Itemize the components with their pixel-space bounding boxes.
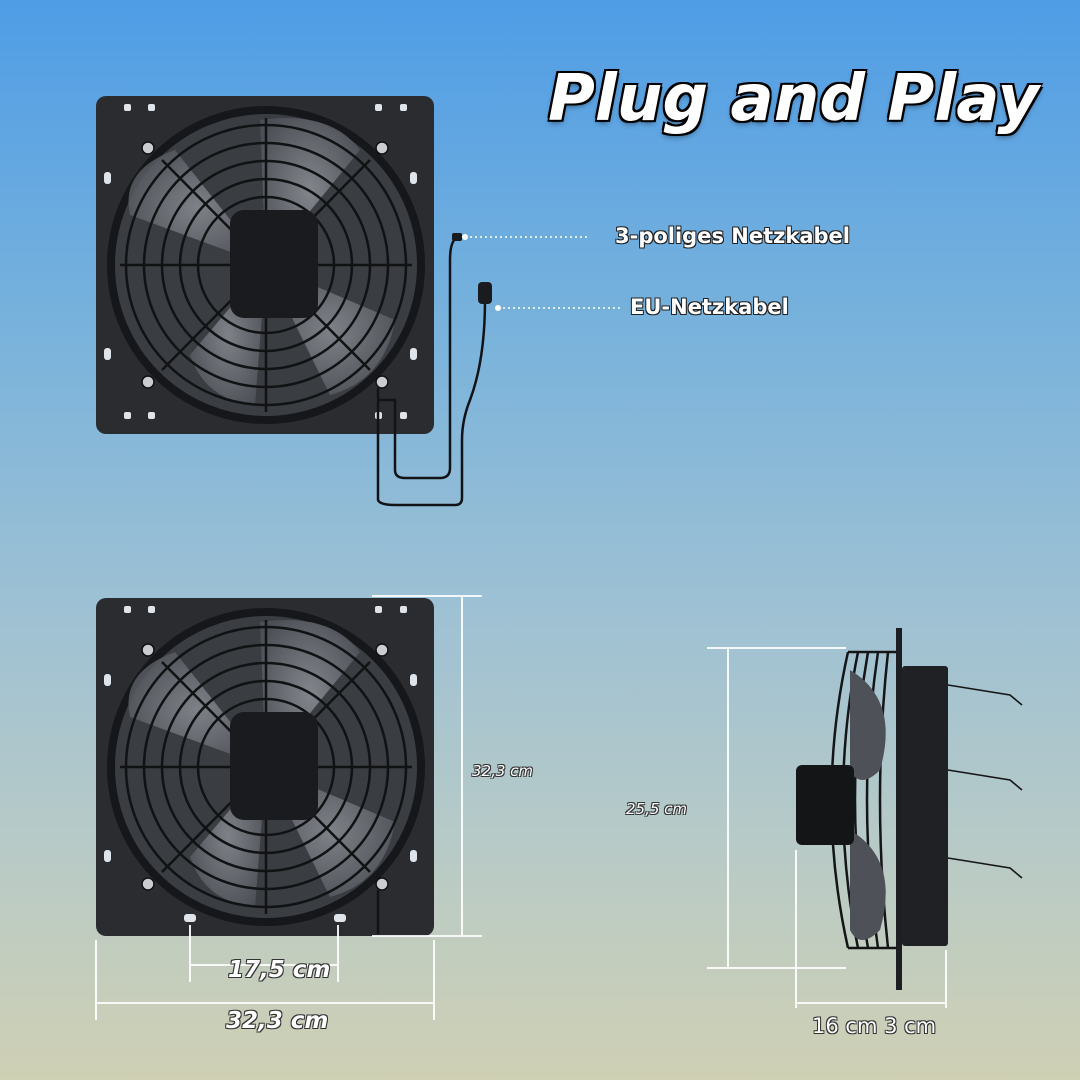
fan-front-top (96, 96, 492, 507)
dimension-lines-side (707, 647, 947, 1008)
callout-leaders (462, 234, 620, 311)
fan-front-dimensioned (96, 598, 434, 936)
fan-side-view (796, 628, 1023, 990)
dim-side-height: 25,5 cm (626, 800, 688, 818)
dim-front-height: 32,3 cm (472, 762, 534, 780)
dim-side-depth: 16 cm 3 cm (812, 1014, 937, 1038)
page-title: Plug and Play (548, 62, 1040, 136)
callout-eu-cable: EU-Netzkabel (630, 295, 789, 319)
dim-front-width: 32,3 cm (226, 1008, 329, 1034)
dimension-lines-front (95, 595, 482, 1020)
callout-3pin-cable: 3-poliges Netzkabel (615, 224, 850, 248)
dim-mount-spacing: 17,5 cm (228, 957, 331, 983)
